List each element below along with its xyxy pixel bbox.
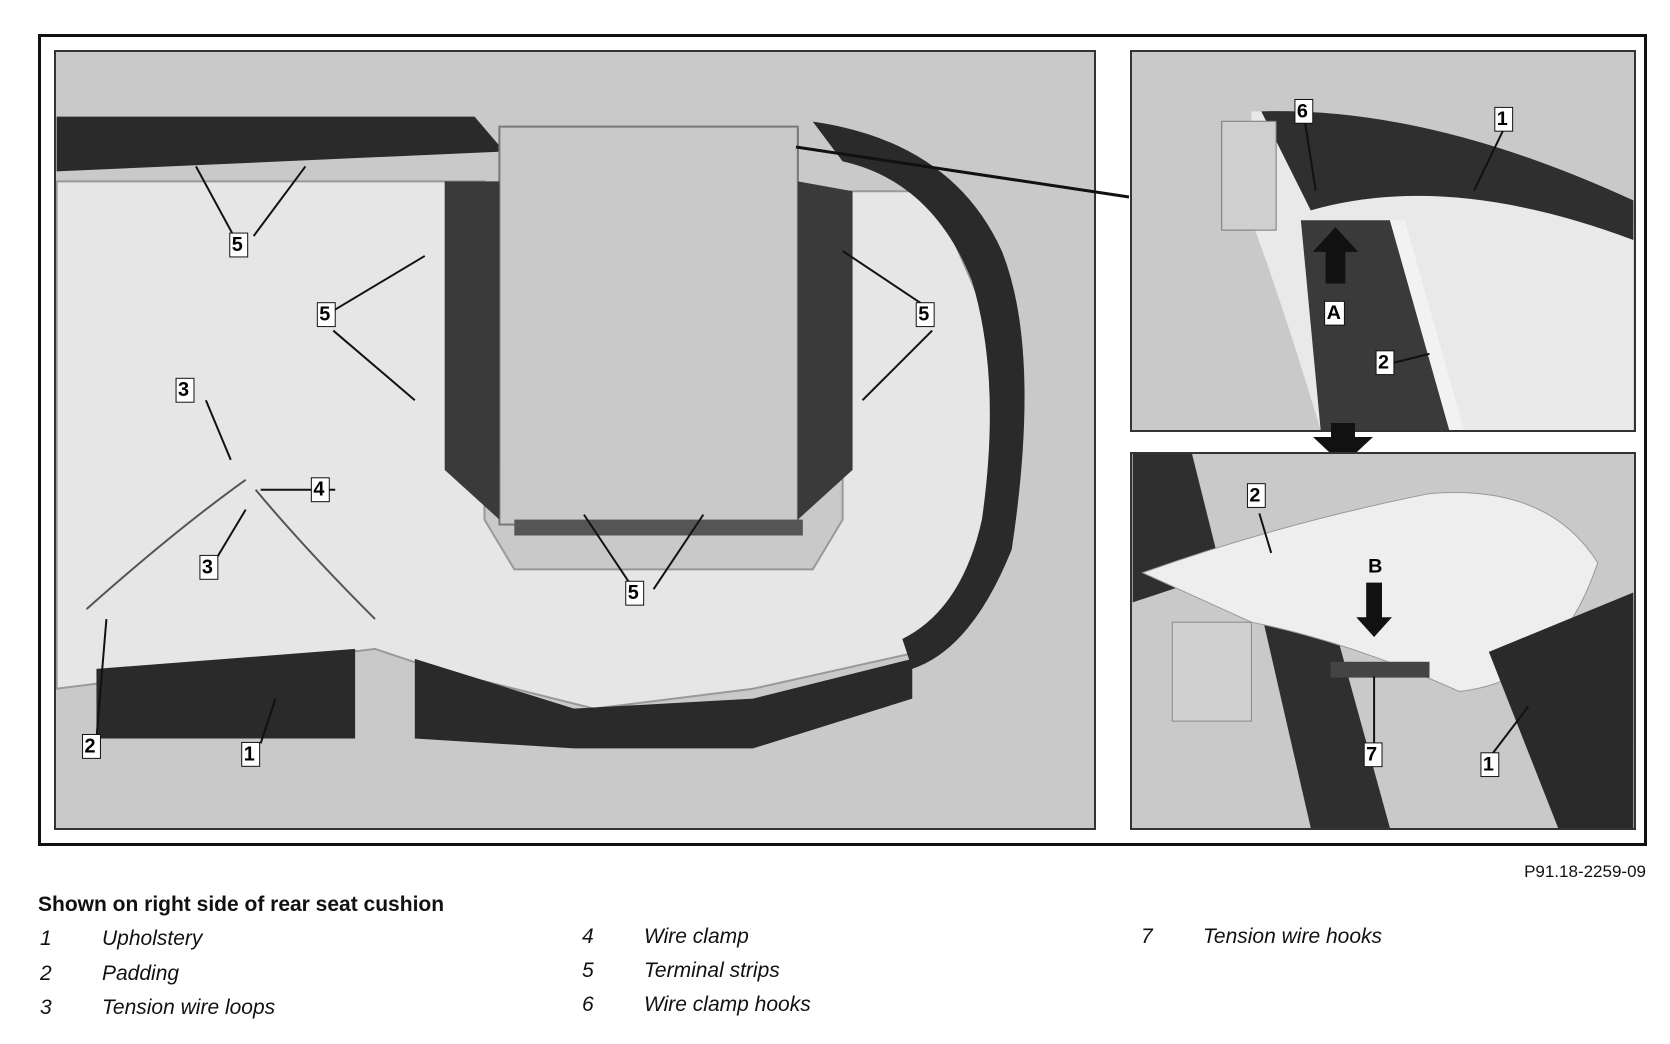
legend-text: Tension wire loops <box>102 996 276 1019</box>
seat-cushion-drawing: 5 5 5 3 4 3 5 2 1 <box>56 116 1025 767</box>
callout-main-6: 3 <box>202 556 213 578</box>
detail-top-drawing: 6 1 A 2 <box>1221 99 1634 430</box>
legend-text: Wire clamp <box>644 925 749 948</box>
legend-number: 6 <box>582 993 594 1016</box>
down-arrow-icon <box>1313 423 1373 465</box>
callout-main-7: 5 <box>628 582 639 604</box>
main-illustration-panel: 5 5 5 3 4 3 5 2 1 <box>54 50 1096 830</box>
callout-detail-top-4: 2 <box>1378 352 1389 374</box>
legend-number: 3 <box>40 996 52 1019</box>
legend-text: Upholstery <box>102 927 203 950</box>
callout-main-8: 2 <box>85 735 96 757</box>
callout-detail-bottom-4: 1 <box>1483 754 1494 776</box>
legend-number: 1 <box>40 927 52 950</box>
illustration-frame: 5 5 5 3 4 3 5 2 1 <box>38 34 1647 846</box>
legend-number: 5 <box>582 959 594 982</box>
callout-main-1: 5 <box>232 234 243 256</box>
callout-detail-top-2: 1 <box>1497 108 1508 130</box>
callout-main-4: 3 <box>178 379 189 401</box>
legend-number: 4 <box>582 925 594 948</box>
callout-main-3: 5 <box>918 304 929 326</box>
legend-text: Wire clamp hooks <box>644 993 811 1016</box>
callout-detail-bottom-1: 2 <box>1249 484 1260 506</box>
detail-bottom-drawing: 2 B 7 1 <box>1132 454 1634 828</box>
detail-connector <box>795 145 1130 199</box>
figure-reference: P91.18-2259-09 <box>1524 862 1646 881</box>
detail-panel-bottom: 2 B 7 1 <box>1130 452 1636 830</box>
callout-detail-top-1: 6 <box>1297 100 1308 122</box>
callout-main-2: 5 <box>319 304 330 326</box>
legend-text: Padding <box>102 962 180 985</box>
detail-panel-top: 6 1 A 2 <box>1130 50 1636 432</box>
legend-text: Terminal strips <box>644 959 780 982</box>
callout-detail-bottom-2: B <box>1368 556 1382 578</box>
callout-detail-top-3: A <box>1327 302 1341 324</box>
callout-main-5: 4 <box>313 479 324 501</box>
callout-detail-bottom-3: 7 <box>1366 744 1377 766</box>
legend-number: 7 <box>1141 925 1153 948</box>
legend-number: 2 <box>40 962 52 985</box>
callout-main-9: 1 <box>244 743 255 765</box>
legend-text: Tension wire hooks <box>1203 925 1382 948</box>
figure-caption: Shown on right side of rear seat cushion <box>38 893 445 916</box>
